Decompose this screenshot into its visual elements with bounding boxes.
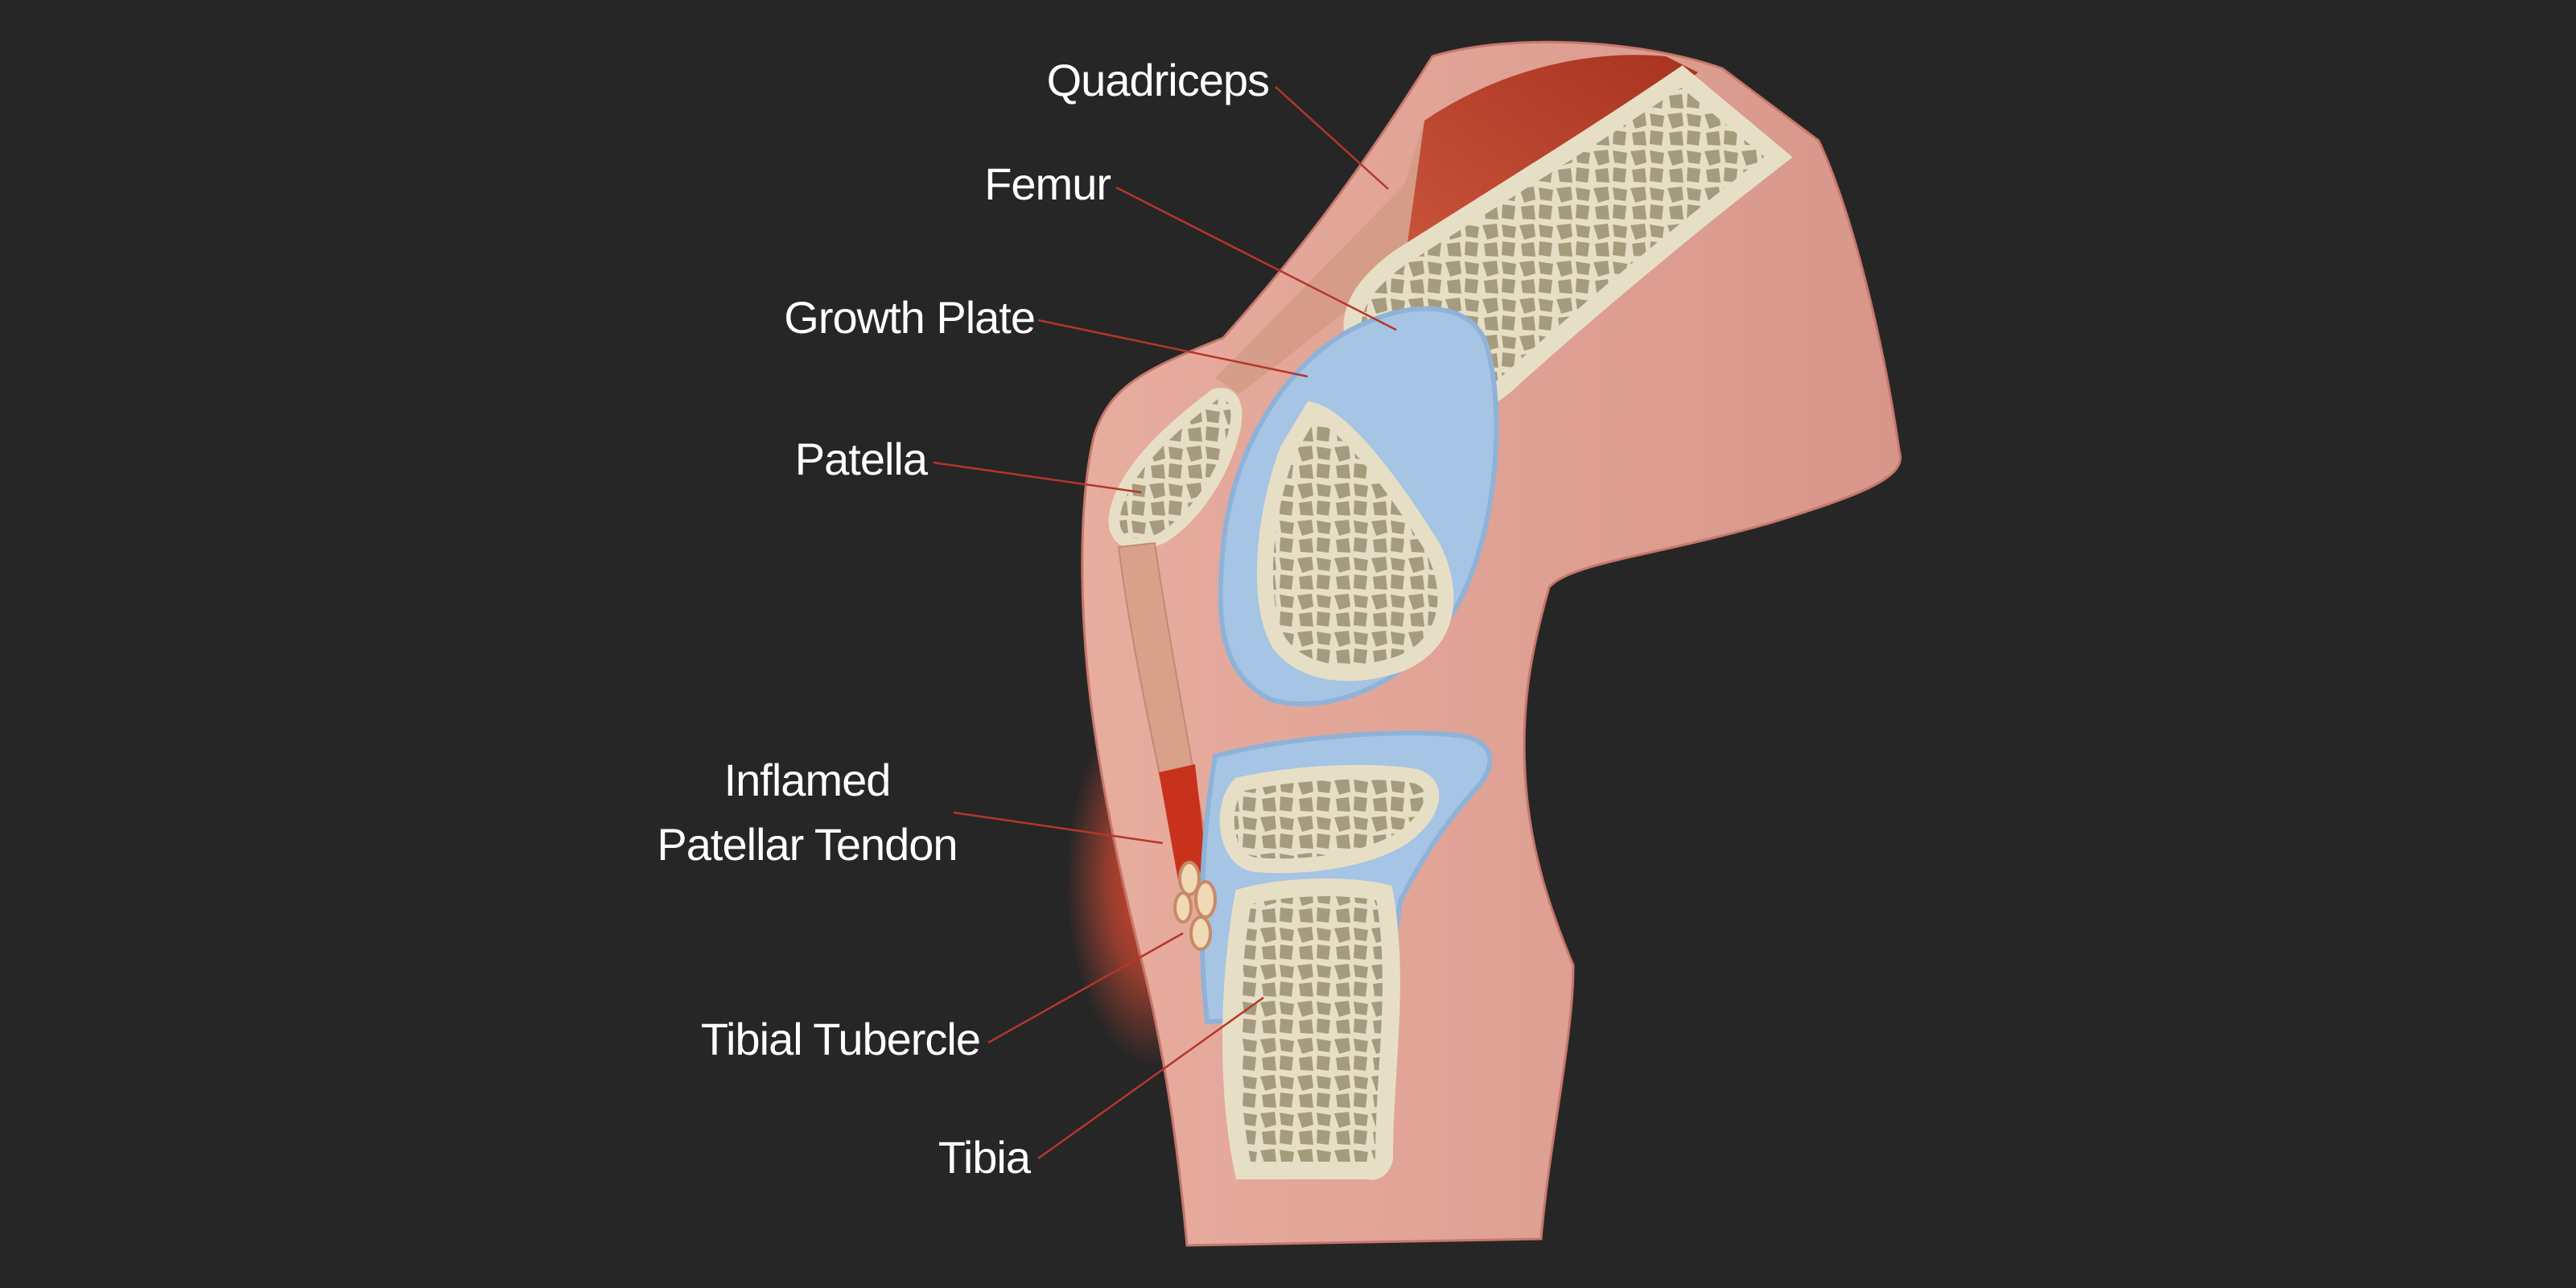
patella-bone <box>1108 388 1243 549</box>
label-quadriceps: Quadriceps <box>1047 55 1269 105</box>
label-tibial-tubercle: Tibial Tubercle <box>701 1014 980 1064</box>
label-inflamed-line1: Inflamed <box>724 755 891 805</box>
leader-tibia <box>1037 996 1264 1160</box>
leader-tibial-tubercle <box>987 932 1184 1044</box>
label-tibia: Tibia <box>938 1132 1032 1183</box>
label-femur: Femur <box>984 158 1111 209</box>
femur-epiphysis <box>1256 401 1454 681</box>
leader-femur <box>1115 186 1397 331</box>
leader-growth-plate <box>1037 319 1309 378</box>
tibia-bone <box>1222 879 1400 1180</box>
inflamed-tendon-segment <box>1159 764 1207 885</box>
tibial-tubercle-fragments <box>1173 861 1217 951</box>
leader-inflamed-tendon <box>953 811 1164 845</box>
leader-patella <box>933 461 1142 494</box>
leader-lines <box>933 86 1397 1160</box>
label-growth-plate: Growth Plate <box>784 292 1035 343</box>
label-inflamed-line2: Patellar Tendon <box>657 819 957 870</box>
quadriceps-tendon <box>1215 121 1424 394</box>
leader-quadriceps <box>1275 86 1389 190</box>
label-patella: Patella <box>795 434 929 484</box>
tibia-epiphysis <box>1219 764 1440 874</box>
